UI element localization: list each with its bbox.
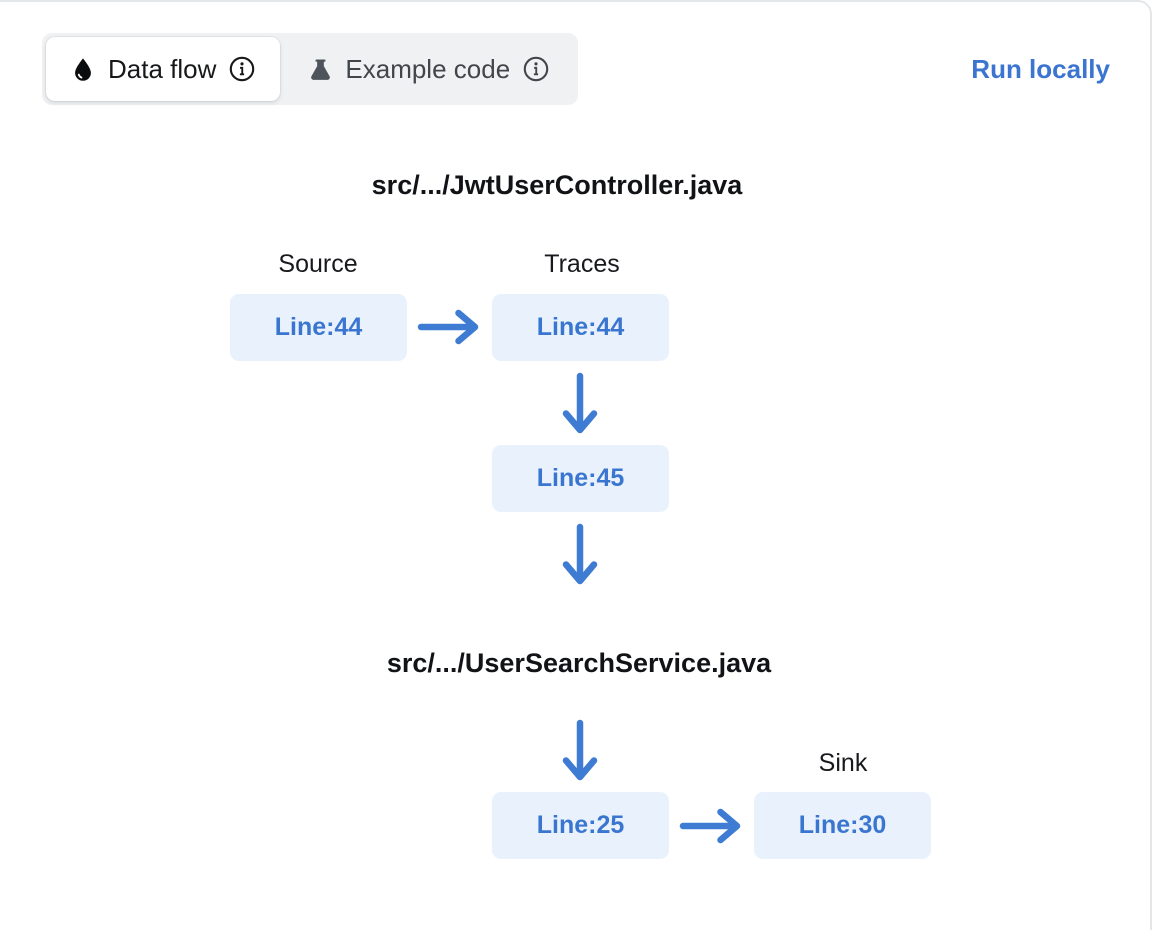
droplet-icon [70,56,96,82]
tab-label: Example code [345,54,511,84]
view-tabs: Data flow Examp [42,33,579,105]
arrow-down-icon [562,719,598,781]
info-icon[interactable] [228,55,256,83]
arrow-right-icon [417,309,479,345]
panel-header: Data flow Examp [42,33,1110,105]
trace-node-line-25[interactable]: Line:25 [492,792,669,859]
run-locally-link[interactable]: Run locally [971,53,1110,84]
trace-node-line-45[interactable]: Line:45 [492,445,669,512]
info-icon[interactable] [522,55,550,83]
flask-icon [308,57,333,82]
source-node-line-44[interactable]: Line:44 [230,294,407,361]
file-title-usersearchservice: src/.../UserSearchService.java [386,648,772,678]
sink-label: Sink [818,749,868,777]
source-label: Source [278,250,358,278]
tab-data-flow[interactable]: Data flow [46,37,281,101]
sink-node-line-30[interactable]: Line:30 [754,792,931,859]
tab-label: Data flow [108,54,217,84]
traces-label: Traces [544,250,620,278]
arrow-down-icon [562,523,598,585]
arrow-right-icon [679,808,741,844]
trace-node-line-44[interactable]: Line:44 [492,294,669,361]
tab-example-code[interactable]: Example code [284,37,574,101]
file-title-jwtusercontroller: src/.../JwtUserController.java [371,170,743,200]
arrow-down-icon [562,372,598,434]
